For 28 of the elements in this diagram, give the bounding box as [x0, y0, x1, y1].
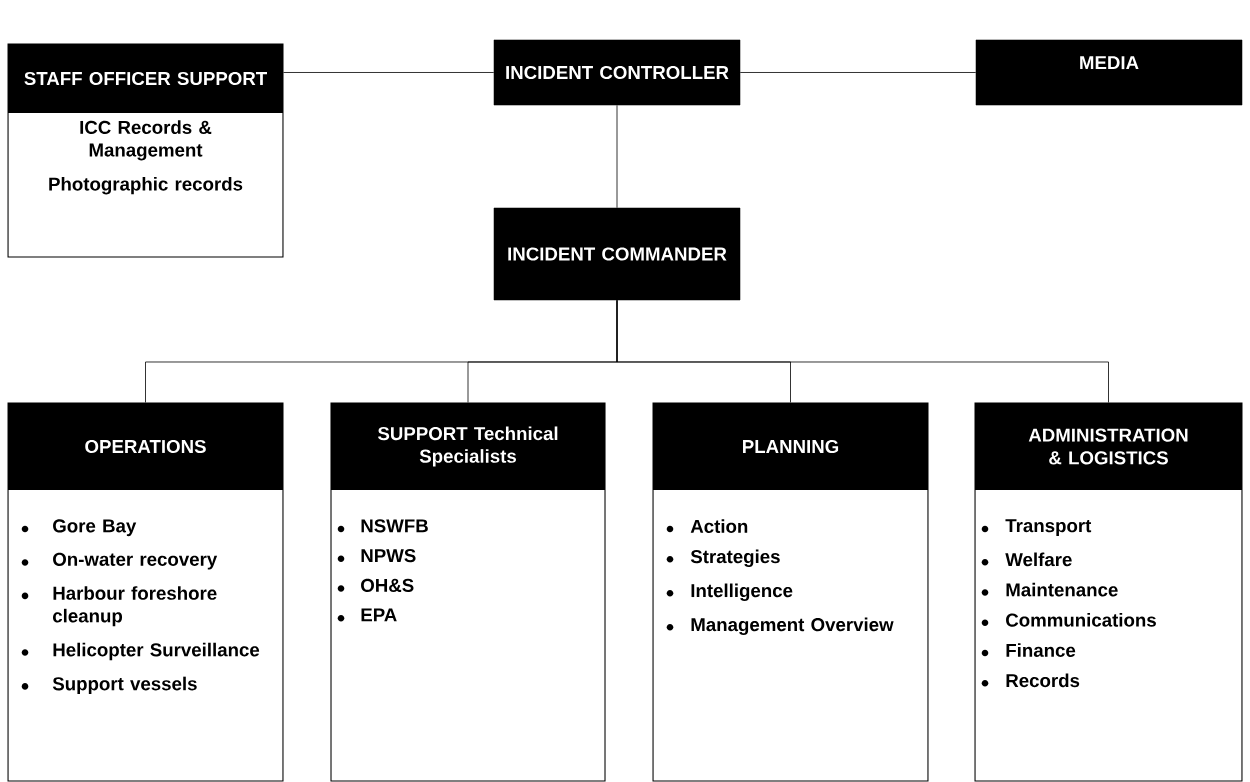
- bullet-item: Welfare: [981, 552, 1072, 567]
- connector-line: [616, 299, 1109, 403]
- connector-line: [283, 72, 495, 73]
- bullet-item: Gore Bay: [21, 519, 137, 537]
- bullet-item: Harbour foreshore cleanup: [21, 586, 217, 627]
- title-box: MEDIA: [975, 39, 1243, 106]
- bullet-item: OH&S: [337, 578, 414, 592]
- bullet-item: Finance: [981, 643, 1076, 657]
- connector-line: [739, 72, 977, 73]
- bullet-item: NSWFB: [337, 519, 428, 533]
- bullet-item: Maintenance: [981, 582, 1118, 597]
- bullet-item: Intelligence: [666, 583, 793, 601]
- bullet-item: NPWS: [337, 549, 416, 563]
- list-item: Photographic records: [49, 176, 243, 195]
- connector-line: [616, 104, 618, 209]
- bullet-item: Records: [981, 673, 1080, 688]
- bullet-item: Action: [666, 519, 748, 533]
- bullet-item: On-water recovery: [21, 552, 218, 570]
- title-box: INCIDENT CONTROLLER: [493, 39, 741, 106]
- bullet-item: Strategies: [666, 549, 780, 567]
- bullet-item: Support vessels: [21, 676, 197, 695]
- title-box: INCIDENT COMMANDER: [493, 207, 741, 301]
- bullet-item: Communications: [981, 613, 1156, 627]
- bullet-item: EPA: [337, 608, 397, 622]
- bullet-item: Management Overview: [666, 617, 894, 635]
- bullet-item: Helicopter Surveillance: [21, 642, 260, 661]
- bullet-item: Transport: [981, 519, 1092, 536]
- list-item: ICC Records & Management: [80, 120, 212, 161]
